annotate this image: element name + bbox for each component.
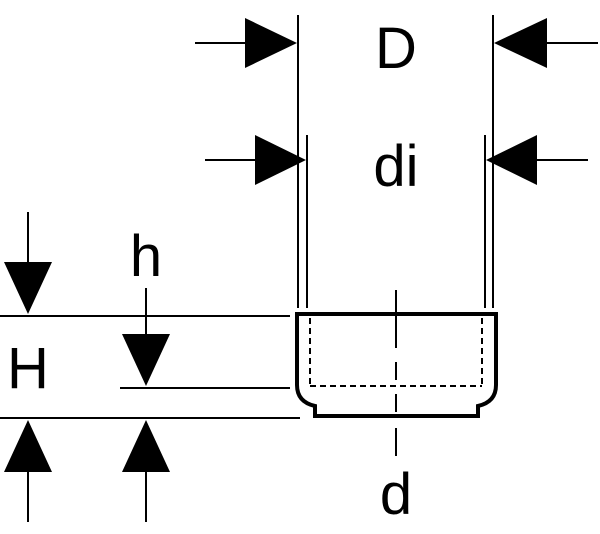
- label-d: d: [380, 462, 412, 527]
- dimension-di: [205, 135, 588, 308]
- label-h: h: [130, 224, 162, 289]
- dimension-H: [4, 212, 52, 522]
- arrowhead-top-H: [4, 262, 52, 314]
- cap-body: [295, 290, 498, 456]
- label-H: H: [7, 336, 49, 401]
- arrowhead-right-D: [494, 18, 547, 68]
- arrowhead-left-di: [255, 135, 306, 185]
- cap-outline: [295, 312, 498, 418]
- arrowhead-bottom-H: [4, 420, 52, 472]
- dimension-D: [195, 15, 598, 308]
- arrowhead-bottom-h: [122, 420, 170, 472]
- label-D: D: [375, 16, 417, 81]
- dimension-h: [122, 288, 170, 522]
- arrowhead-top-h: [122, 334, 170, 386]
- arrowhead-right-di: [486, 135, 537, 185]
- label-di: di: [373, 134, 418, 199]
- arrowhead-left-D: [245, 18, 297, 68]
